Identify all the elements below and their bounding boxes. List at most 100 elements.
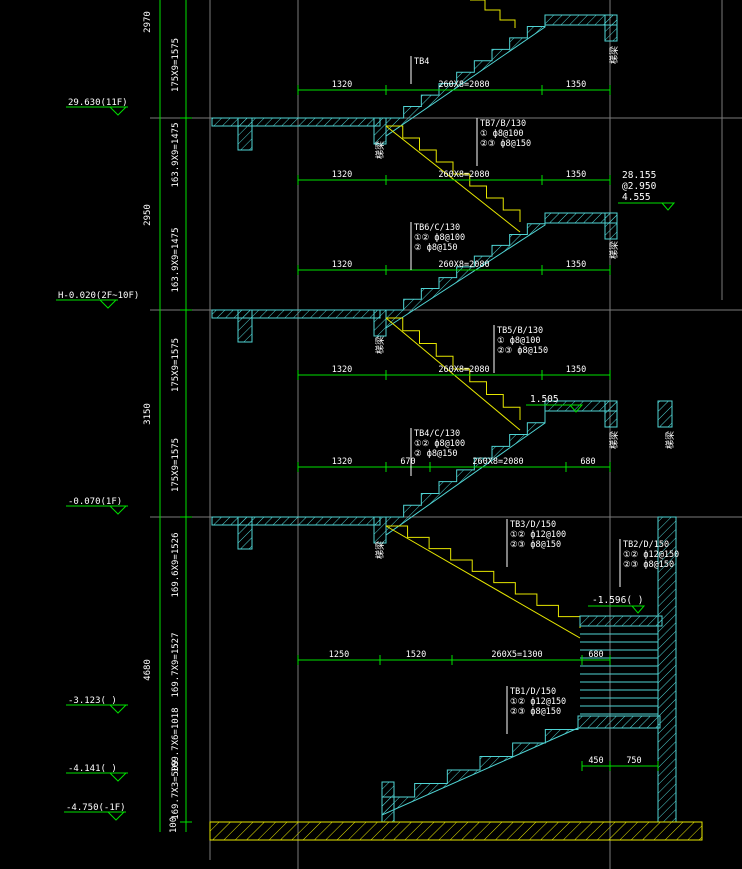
- elevation-triangle: [98, 299, 118, 309]
- dimension-text: 1350: [566, 170, 586, 180]
- stair-label-text: TB2/D/150: [623, 540, 669, 550]
- dimension-text: 1350: [566, 80, 586, 90]
- stair-label-text: ① ф8@100: [497, 336, 540, 346]
- left-dimension-lines: [159, 0, 192, 832]
- dimension-text: 1320: [332, 260, 352, 270]
- dimension-text: 450: [588, 756, 603, 766]
- stair-behind-steps: [470, 0, 516, 28]
- stair-label-text: TB1/D/150: [510, 687, 556, 697]
- dimension-text: 680: [580, 457, 595, 467]
- landing-beam: [604, 14, 618, 42]
- stair-label-text: TB6/C/130: [414, 223, 460, 233]
- flight-dimension-text: 169.7X3=509: [171, 760, 181, 820]
- dimension-text: 1350: [566, 365, 586, 375]
- stair-label-text: ①② ф12@150: [623, 550, 679, 560]
- dimension-text: 260X8=2080: [438, 260, 489, 270]
- flight-up-1f: [385, 411, 546, 536]
- beam-tag: 梯梁: [608, 241, 620, 259]
- level-mark-text: 28.155: [622, 170, 656, 181]
- level-mark-triangle: [660, 202, 676, 211]
- height-dimension-text: 2950: [143, 204, 153, 226]
- dimension-text: 1250: [329, 650, 349, 660]
- stair-label-text: TB4: [414, 57, 429, 67]
- elevation-label: H-0.020(2F~10F): [58, 291, 139, 301]
- beam-tag: 梯梁: [608, 431, 620, 449]
- height-dimension-text: 2970: [143, 11, 153, 33]
- dimension-text: 670: [400, 457, 415, 467]
- flight-dimension-text: 169.7X6=1018: [171, 707, 181, 772]
- stair-label-text: ②③ ф8@150: [510, 540, 561, 550]
- basement-beam: [381, 781, 395, 823]
- flight-basement: [381, 716, 579, 816]
- dimension-text: 1350: [566, 260, 586, 270]
- height-dimension-text: 100: [169, 817, 179, 833]
- flight-dimension-text: 175X9=1575: [171, 38, 181, 92]
- elevation-label: -0.070(1F): [68, 497, 122, 507]
- basement-landing-lower: [577, 715, 661, 729]
- level-mark-triangle: [630, 605, 646, 614]
- elevation-label: -4.141( ): [68, 764, 117, 774]
- dimension-text: 1320: [332, 170, 352, 180]
- elevation-label: -3.123( ): [68, 696, 117, 706]
- stair-label-text: TB4/C/130: [414, 429, 460, 439]
- floor-slab: [211, 309, 381, 319]
- height-dimension-text: 3150: [143, 403, 153, 425]
- stair-behind-slope: [385, 317, 521, 431]
- stair-label-text: TB3/D/150: [510, 520, 556, 530]
- stair-label-text: ① ф8@100: [480, 129, 523, 139]
- floor-beam: [237, 309, 253, 343]
- flight-dimension-text: 175X9=1575: [171, 438, 181, 492]
- dimension-text: 260X8=2080: [438, 80, 489, 90]
- beam-tag: 梯梁: [608, 46, 620, 64]
- dimension-text: 260X5=1300: [491, 650, 542, 660]
- elevation-triangle: [106, 811, 126, 821]
- floor-slab: [211, 117, 381, 127]
- dimension-text: 1520: [406, 650, 426, 660]
- stair-behind-steps: [386, 525, 581, 628]
- basement-landing: [579, 615, 663, 627]
- landing-beam: [604, 400, 618, 428]
- elevation-label: 29.630(11F): [68, 98, 128, 108]
- floor-beam: [237, 117, 253, 151]
- dimension-text: 1320: [332, 457, 352, 467]
- beam-tag: 梯梁: [374, 141, 386, 159]
- landing-beam: [373, 117, 387, 145]
- level-mark-text: -1.596( ): [592, 595, 643, 606]
- flight-dimension-text: 163.9X9=1475: [171, 122, 181, 187]
- flight-dimension-text: 163.9X9=1475: [171, 227, 181, 292]
- dimension-text: 1320: [332, 80, 352, 90]
- landing-beam: [373, 309, 387, 337]
- level-mark-triangle: [568, 404, 584, 413]
- landing-beam: [657, 400, 673, 428]
- stair-label-text: ①② ф8@100: [414, 439, 465, 449]
- flight-dimension-text: 169.6X9=1526: [171, 532, 181, 597]
- dimension-text: 260X8=2080: [438, 170, 489, 180]
- stair-label-text: ①② ф12@150: [510, 697, 566, 707]
- stair-behind-slope: [385, 525, 581, 639]
- elevation-triangle: [108, 772, 128, 782]
- stair-label-text: ② ф8@150: [414, 243, 457, 253]
- height-dimension-text: 4680: [143, 659, 153, 681]
- dimension-text: 260X8=2080: [438, 365, 489, 375]
- dimension-text: 680: [588, 650, 603, 660]
- flight-dimension-text: 169.7X9=1527: [171, 632, 181, 697]
- stair-label-text: ②③ ф8@150: [623, 560, 674, 570]
- floor-beam: [237, 516, 253, 550]
- stair-label-text: ②③ ф8@150: [510, 707, 561, 717]
- beam-tag: 梯梁: [664, 431, 676, 449]
- elevation-triangle: [108, 704, 128, 714]
- elevation-triangle: [108, 505, 128, 515]
- stair-label-text: ②③ ф8@150: [497, 346, 548, 356]
- landing-beam: [604, 212, 618, 240]
- stair-behind-steps: [386, 317, 521, 420]
- dimension-text: 750: [626, 756, 641, 766]
- ground-slab: [209, 821, 703, 841]
- stair-label-text: TB5/B/130: [497, 326, 543, 336]
- stair-label-text: ①② ф8@100: [414, 233, 465, 243]
- beam-tag: 梯梁: [374, 541, 386, 559]
- flight-dimension-text: 175X9=1575: [171, 338, 181, 392]
- elevation-label: -4.750(-1F): [66, 803, 126, 813]
- dimension-text: 1320: [332, 365, 352, 375]
- level-mark-text: 4.555: [622, 192, 651, 203]
